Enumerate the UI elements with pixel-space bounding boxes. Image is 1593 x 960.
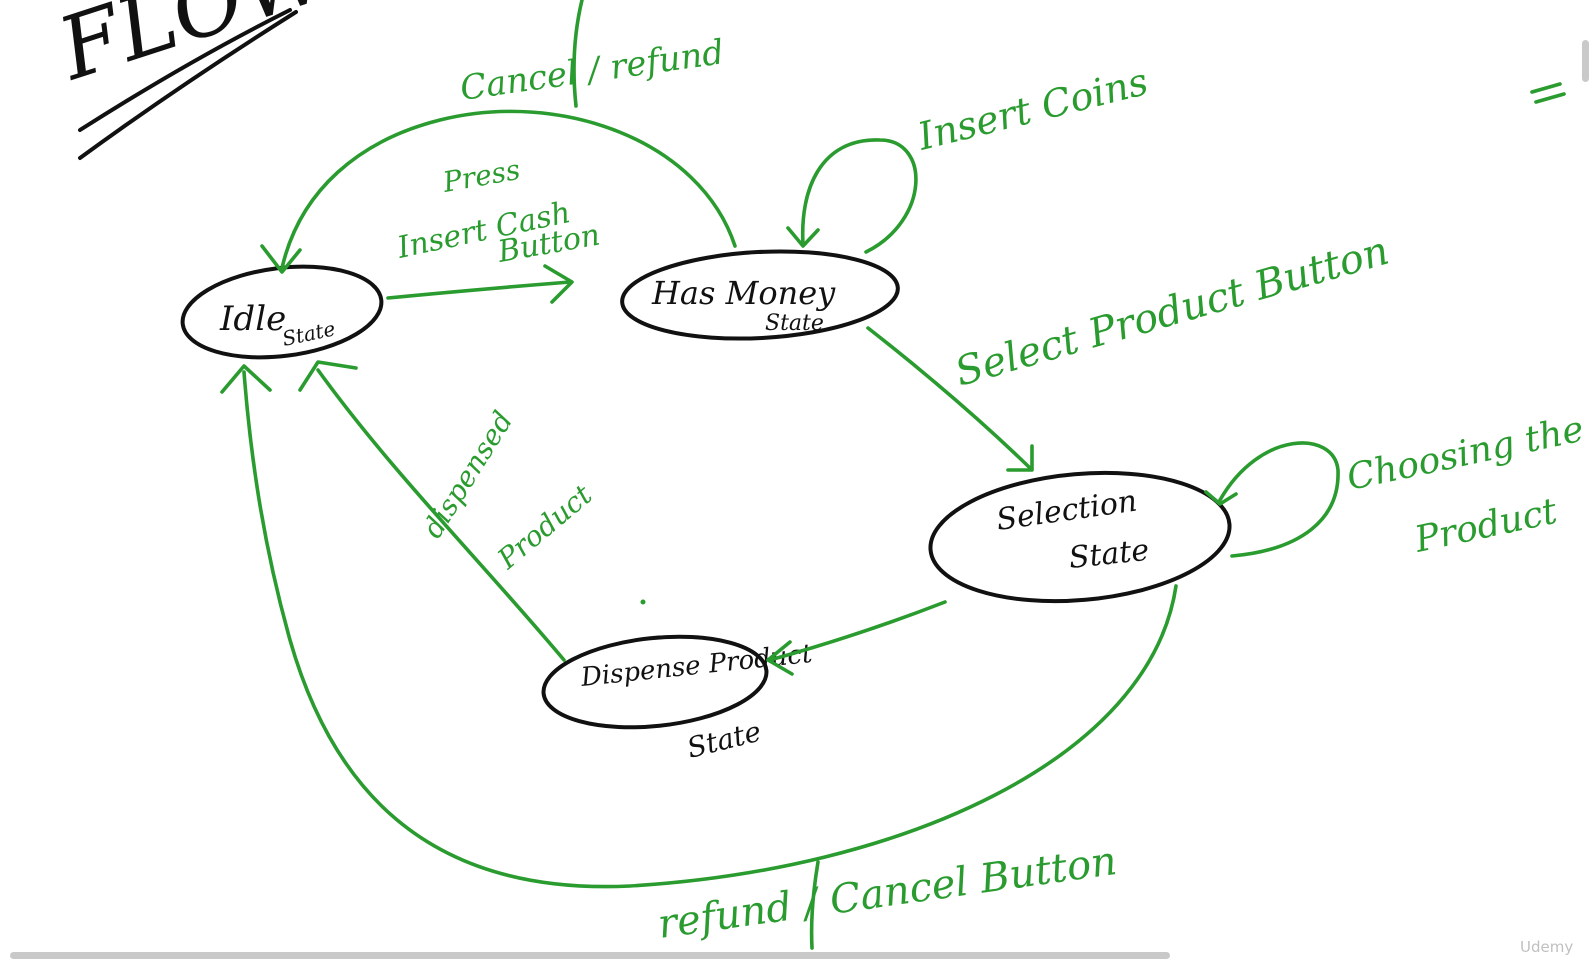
state-has-money: Has Money State xyxy=(620,249,900,341)
selection-label: Selection xyxy=(994,484,1139,538)
label-refund-cancel-button: refund / Cancel Button xyxy=(655,838,1119,948)
label-insert-coins: Insert Coins xyxy=(913,59,1153,159)
idle-label: Idle xyxy=(219,299,286,339)
arrowhead-select-product xyxy=(1006,444,1034,472)
transition-idle-to-has-money: Press Insert Cash Button xyxy=(386,153,603,304)
loop-insert-coins xyxy=(800,138,918,254)
arrow-idle-to-has-money xyxy=(386,280,572,300)
idle-ellipse xyxy=(180,264,384,360)
label-cancel-refund: Cancel / refund xyxy=(458,32,727,109)
transition-selection-to-dispense xyxy=(766,600,947,676)
state-dispense-product: Dispense Product State xyxy=(541,634,814,765)
transition-has-money-to-selection: Select Product Button xyxy=(866,228,1394,472)
arrowhead-dispensed-product xyxy=(298,360,358,392)
selection-suffix: State xyxy=(1067,533,1151,576)
cancel-refund-divider xyxy=(572,0,584,108)
arrowhead-refund-cancel xyxy=(220,364,272,394)
heading-underline-2 xyxy=(78,10,298,160)
label-choosing-the: Choosing the xyxy=(1343,409,1587,499)
label-press: Press xyxy=(440,153,523,199)
has-money-ellipse xyxy=(620,249,900,341)
heading-text: FLOW xyxy=(46,0,347,101)
transition-has-money-self: Insert Coins xyxy=(786,59,1153,254)
loop-choosing xyxy=(1218,441,1340,558)
arrow-dispensed-product xyxy=(316,368,566,662)
state-selection: Selection State xyxy=(928,470,1232,604)
arrowhead-selection-to-dispense xyxy=(766,640,794,676)
arrowhead-idle-to-has-money xyxy=(543,264,574,304)
selection-ellipse xyxy=(928,470,1232,604)
dispense-suffix: State xyxy=(684,715,765,765)
has-money-label: Has Money xyxy=(651,274,836,312)
arrowhead-choosing xyxy=(1204,490,1238,506)
label-select-product-button: Select Product Button xyxy=(950,228,1394,396)
label-dispensed: dispensed xyxy=(416,405,520,543)
arrowhead-cancel-refund xyxy=(260,244,302,274)
state-idle: Idle State xyxy=(180,264,384,360)
udemy-watermark: Udemy xyxy=(1520,938,1574,956)
has-money-suffix: State xyxy=(765,311,824,336)
arrow-cancel-refund xyxy=(280,109,737,270)
arrowhead-insert-coins xyxy=(786,226,820,248)
horizontal-scrollbar-thumb[interactable] xyxy=(10,952,1170,959)
transition-dispense-to-idle: dispensed Product xyxy=(298,360,599,662)
flow-heading: FLOW xyxy=(46,0,347,160)
arrow-refund-cancel xyxy=(242,370,1178,889)
transition-selection-self: Choosing the Product xyxy=(1204,409,1587,561)
heading-underline-1 xyxy=(78,8,292,132)
label-dispensed-product: Product xyxy=(491,478,599,576)
arrow-selection-to-dispense xyxy=(768,600,947,662)
stray-dot xyxy=(640,599,646,605)
vertical-scrollbar-thumb[interactable] xyxy=(1582,40,1589,82)
stray-mark xyxy=(1530,82,1566,104)
refund-cancel-divider xyxy=(809,860,820,950)
arrow-select-product xyxy=(866,326,1032,470)
label-choosing-product: Product xyxy=(1410,491,1561,561)
dispense-ellipse xyxy=(541,634,769,730)
